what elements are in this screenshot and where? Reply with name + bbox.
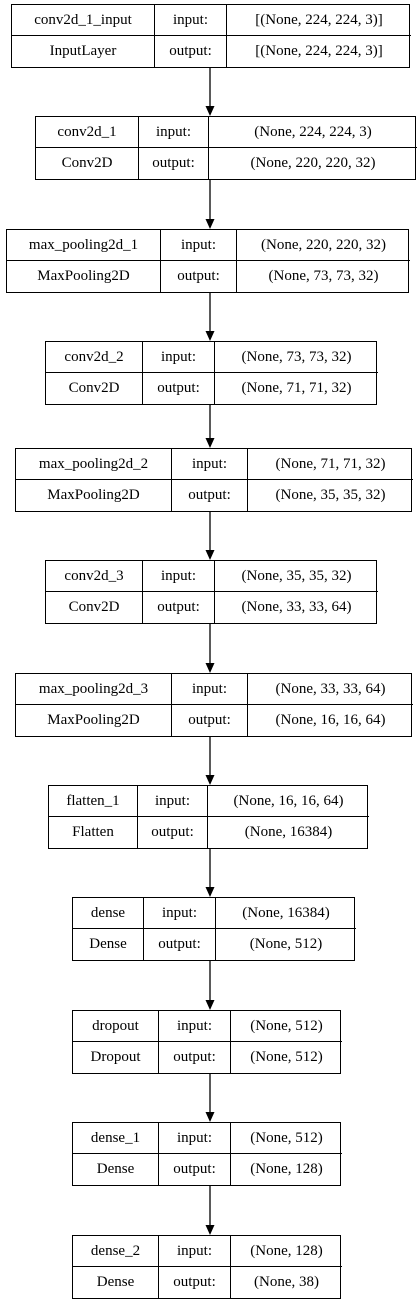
- output-label: output:: [159, 1154, 231, 1185]
- input-shape: (None, 71, 71, 32): [248, 449, 413, 480]
- edge-arrowhead: [205, 438, 215, 448]
- layer-type: Dense: [73, 929, 144, 960]
- layer-type: Conv2D: [46, 373, 143, 404]
- output-label: output:: [155, 36, 227, 67]
- input-shape: (None, 512): [231, 1011, 342, 1042]
- layer-type: MaxPooling2D: [16, 480, 172, 511]
- layer-name: conv2d_1: [36, 117, 139, 148]
- layer-type: Dense: [73, 1154, 159, 1185]
- input-shape: (None, 224, 224, 3): [209, 117, 417, 148]
- edge-arrowhead: [205, 775, 215, 785]
- layer-name: max_pooling2d_1: [7, 230, 161, 261]
- input-label: input:: [159, 1123, 231, 1154]
- output-shape: (None, 16384): [244, 824, 333, 840]
- layer-name: flatten_1: [49, 786, 138, 817]
- layer-type: MaxPooling2D: [16, 705, 172, 736]
- input-label: input:: [143, 561, 215, 592]
- layer-type: Conv2D: [46, 592, 143, 623]
- layer-type: InputLayer: [12, 36, 155, 67]
- input-shape: (None, 512): [231, 1123, 342, 1154]
- output-label: output:: [159, 1267, 231, 1298]
- input-shape: (None, 128): [231, 1236, 342, 1267]
- layer-type: MaxPooling2D: [7, 261, 161, 292]
- output-label: output:: [143, 592, 215, 623]
- layer-name: conv2d_3: [46, 561, 143, 592]
- layer-name: dense: [73, 898, 144, 929]
- layer-type: Flatten: [49, 817, 138, 848]
- layer-name: dense_2: [73, 1236, 159, 1267]
- edge-arrowhead: [205, 1112, 215, 1122]
- layer-name: dense_1: [73, 1123, 159, 1154]
- input-shape: (None, 73, 73, 32): [215, 342, 378, 373]
- output-shape: (None, 35, 35, 32): [275, 487, 386, 503]
- input-label: input:: [159, 1011, 231, 1042]
- output-shape: (None, 33, 33, 64): [241, 599, 352, 615]
- edge-arrowhead: [205, 331, 215, 341]
- input-label: input:: [143, 342, 215, 373]
- edge-arrowhead: [205, 663, 215, 673]
- input-label: input:: [144, 898, 216, 929]
- edge-arrowhead: [205, 550, 215, 560]
- layer-type: Conv2D: [36, 148, 139, 179]
- layer-name: conv2d_1_input: [12, 5, 155, 36]
- output-shape: (None, 128): [250, 1161, 323, 1177]
- input-label: input:: [155, 5, 227, 36]
- edge-arrowhead: [205, 106, 215, 116]
- output-shape: [(None, 224, 224, 3)]: [255, 43, 383, 59]
- output-label: output:: [161, 261, 237, 292]
- input-shape: (None, 16, 16, 64): [208, 786, 369, 817]
- layer-type: Dropout: [73, 1042, 159, 1073]
- layer-type: Dense: [73, 1267, 159, 1298]
- layer-name: max_pooling2d_3: [16, 674, 172, 705]
- edge-arrowhead: [205, 887, 215, 897]
- input-shape: (None, 220, 220, 32): [237, 230, 410, 261]
- input-label: input:: [159, 1236, 231, 1267]
- output-label: output:: [172, 480, 248, 511]
- edge-arrowhead: [205, 1000, 215, 1010]
- output-shape: (None, 512): [250, 1049, 323, 1065]
- output-shape: (None, 73, 73, 32): [268, 268, 379, 284]
- input-shape: [(None, 224, 224, 3)]: [227, 5, 411, 36]
- input-label: input:: [172, 674, 248, 705]
- output-shape: (None, 71, 71, 32): [241, 380, 352, 396]
- output-shape: (None, 38): [254, 1274, 319, 1290]
- output-label: output:: [159, 1042, 231, 1073]
- input-shape: (None, 33, 33, 64): [248, 674, 413, 705]
- output-label: output:: [139, 148, 209, 179]
- edge-arrowhead: [205, 219, 215, 229]
- input-shape: (None, 35, 35, 32): [215, 561, 378, 592]
- input-label: input:: [172, 449, 248, 480]
- layer-name: max_pooling2d_2: [16, 449, 172, 480]
- output-label: output:: [143, 373, 215, 404]
- output-label: output:: [138, 817, 208, 848]
- output-label: output:: [172, 705, 248, 736]
- output-label: output:: [144, 929, 216, 960]
- output-shape: (None, 16, 16, 64): [275, 712, 386, 728]
- layer-name: conv2d_2: [46, 342, 143, 373]
- output-shape: (None, 512): [249, 936, 323, 952]
- output-shape: (None, 220, 220, 32): [250, 155, 376, 171]
- input-shape: (None, 16384): [216, 898, 356, 929]
- input-label: input:: [161, 230, 237, 261]
- input-label: input:: [138, 786, 208, 817]
- layer-name: dropout: [73, 1011, 159, 1042]
- input-label: input:: [139, 117, 209, 148]
- edge-arrowhead: [205, 1225, 215, 1235]
